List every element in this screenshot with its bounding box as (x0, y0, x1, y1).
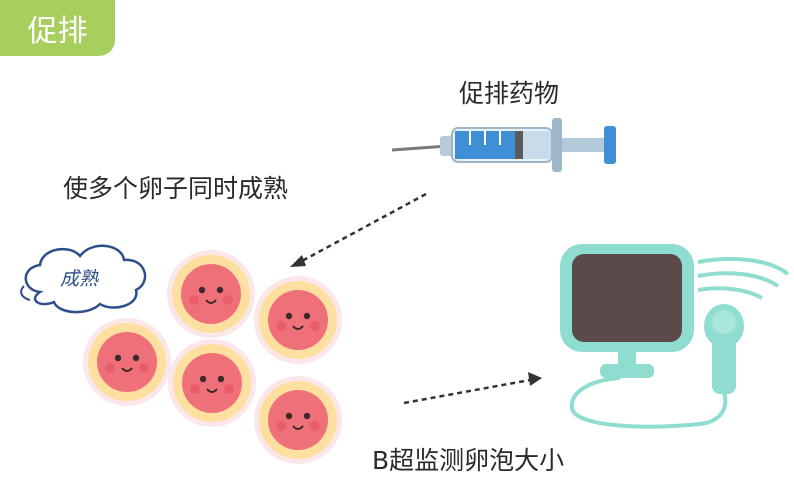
egg-cell-icon (83, 318, 171, 406)
section-badge: 促排 (0, 0, 115, 56)
maturation-label: 使多个卵子同时成熟 (63, 174, 289, 203)
egg-group (83, 250, 342, 464)
arrow-to-ultrasound (403, 378, 531, 405)
arrow-to-eggs (299, 192, 427, 264)
egg-cell-icon (168, 339, 256, 427)
ultrasound-label: B超监测卵泡大小 (372, 446, 565, 475)
cloud-label: 成熟 (60, 268, 99, 290)
egg-cell-icon (254, 376, 342, 464)
ultrasound-machine-icon (560, 244, 790, 429)
egg-cell-icon (254, 276, 342, 364)
egg-cell-icon (167, 250, 255, 338)
thought-cloud-icon (20, 244, 147, 314)
drug-label: 促排药物 (459, 79, 560, 108)
syringe-icon (391, 118, 616, 172)
